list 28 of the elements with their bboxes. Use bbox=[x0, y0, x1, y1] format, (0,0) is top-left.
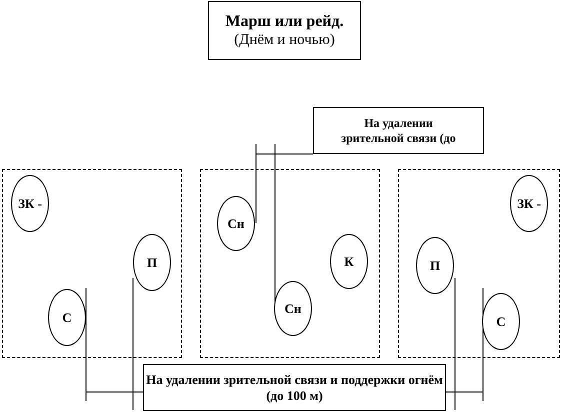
unit-ellipse bbox=[510, 175, 548, 232]
note-box bbox=[143, 364, 446, 411]
unit-label: К bbox=[343, 254, 355, 270]
unit-label: Сн bbox=[226, 216, 246, 232]
unit-label: ЗК - bbox=[18, 196, 42, 212]
unit-ellipse bbox=[48, 289, 86, 346]
heading: На удалении зрительной связи (до bbox=[340, 116, 457, 145]
unit-ellipse bbox=[133, 234, 171, 291]
group-area bbox=[2, 169, 182, 358]
unit-label: ЗК - bbox=[517, 196, 541, 212]
unit-label: С bbox=[61, 310, 73, 326]
note-text: (Днём и ночью) bbox=[234, 31, 335, 50]
unit-label: Сн bbox=[284, 300, 302, 316]
unit-label: С bbox=[495, 314, 507, 330]
heading: На удалении зрительной связи и поддержки огнём (до 100 м) bbox=[145, 372, 444, 404]
unit-ellipse bbox=[11, 175, 49, 232]
unit-ellipse bbox=[274, 281, 312, 336]
heading: Марш или рейд. bbox=[225, 12, 344, 32]
unit-ellipse bbox=[330, 234, 368, 289]
unit-ellipse bbox=[416, 237, 454, 294]
group-area bbox=[398, 169, 560, 358]
unit-label: П bbox=[428, 258, 442, 274]
group-area bbox=[200, 169, 380, 358]
note-box bbox=[313, 107, 484, 154]
unit-ellipse bbox=[482, 293, 520, 350]
unit-label: П bbox=[146, 254, 158, 270]
unit-ellipse bbox=[217, 196, 255, 251]
title-box bbox=[208, 1, 361, 60]
